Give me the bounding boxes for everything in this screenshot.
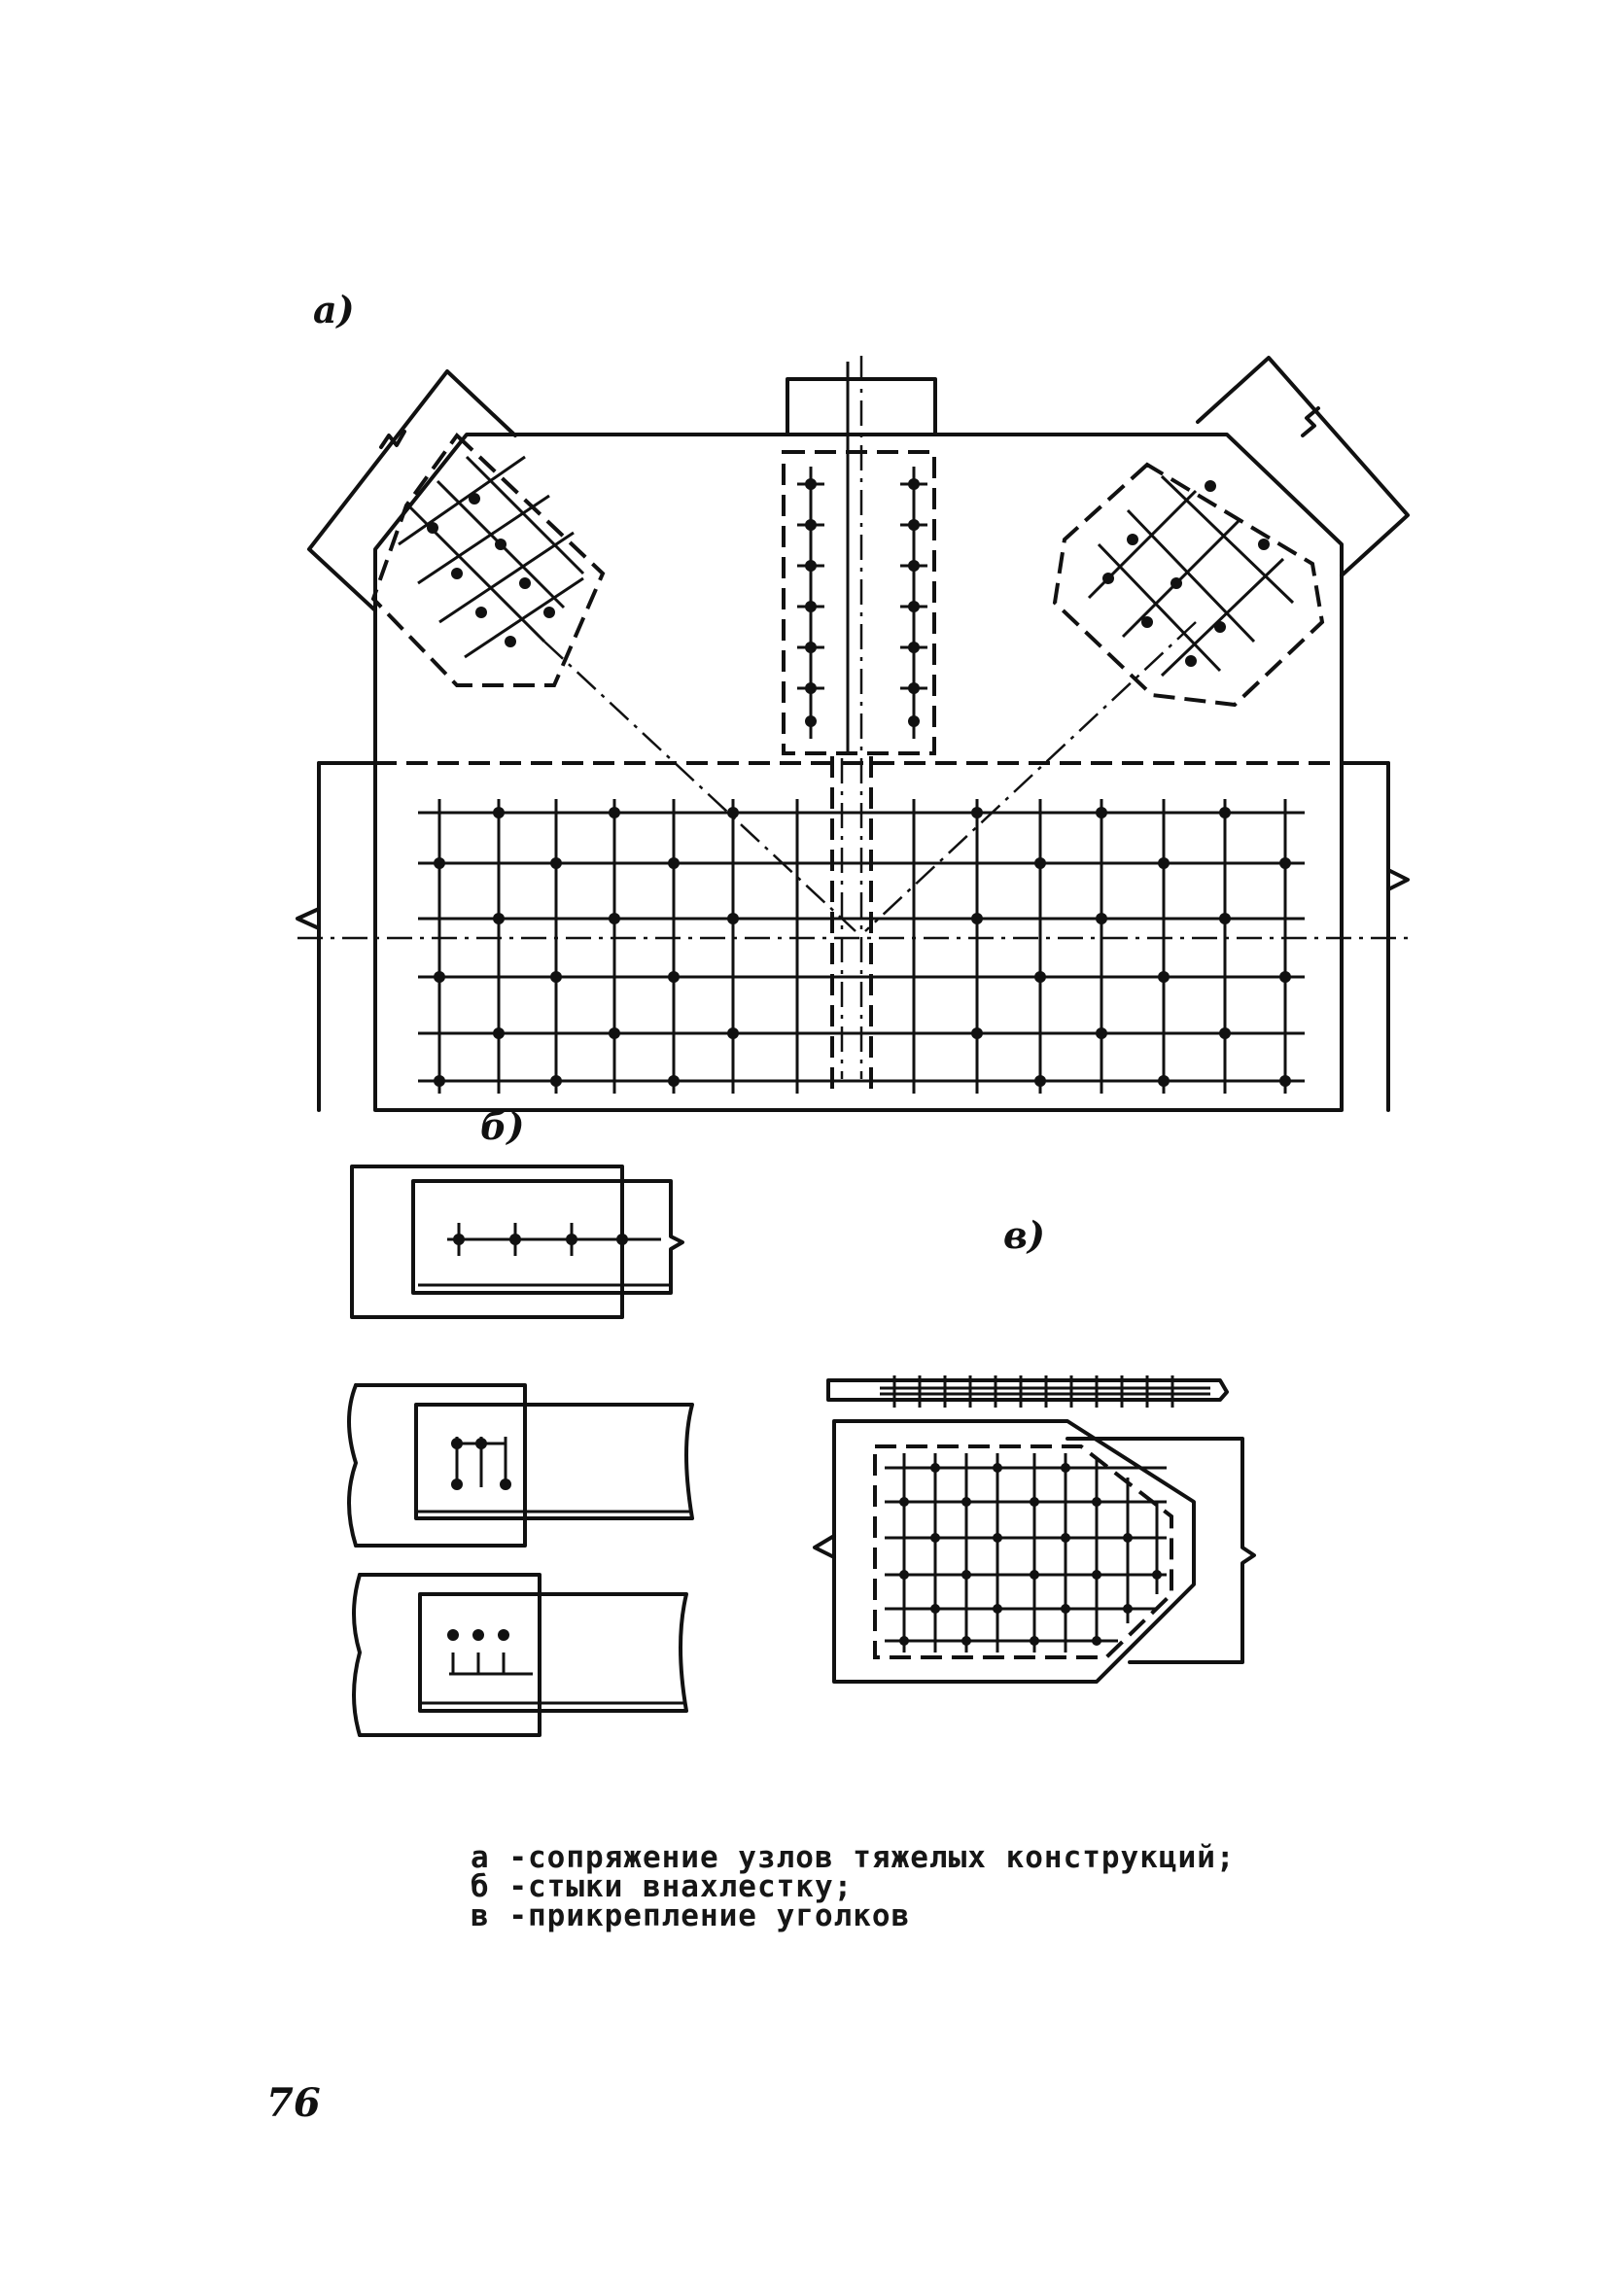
figure-b-lap-splices: [347, 1165, 694, 1737]
vertical-member-bolts: [797, 467, 927, 739]
figure-v-label: в): [1003, 1213, 1045, 1257]
figure-v-angle-attachment: [813, 1375, 1256, 1684]
left-diagonal-bolt-grid: [398, 455, 585, 659]
figure-a-node-drawing: [296, 356, 1410, 1112]
caption-line-b: б -стыки внахлестку;: [471, 1869, 854, 1904]
angle-bolt-grid: [885, 1453, 1167, 1652]
figure-b-label: б): [480, 1104, 525, 1148]
page-number: 76: [266, 2080, 321, 2126]
flange-bolt-ticks: [892, 1375, 1174, 1408]
caption-line-v: в -прикрепление уголков: [471, 1898, 911, 1933]
caption-line-a: а -сопряжение узлов тяжелых конструкций;: [471, 1840, 1236, 1875]
figure-a-label: а): [313, 288, 355, 331]
figure-caption: а -сопряжение узлов тяжелых конструкций;…: [471, 1843, 1236, 1931]
right-diagonal-bolt-grid: [1087, 474, 1295, 678]
chord-bolt-grid: [418, 756, 1305, 1098]
